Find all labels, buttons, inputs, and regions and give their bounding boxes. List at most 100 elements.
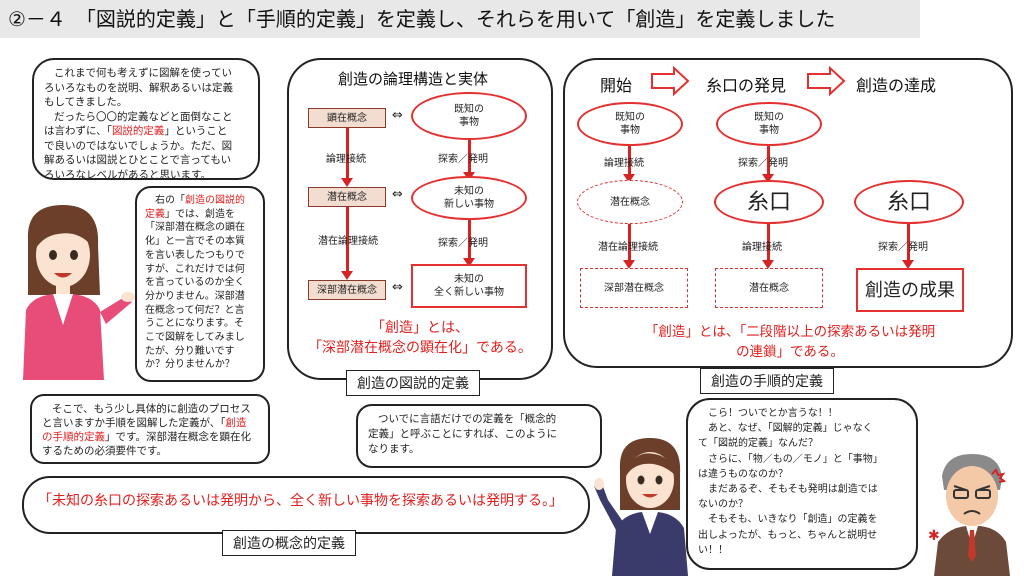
bubble-highlight: 創造 xyxy=(225,417,247,429)
bubble-line: て「図説的定義」なんだ？ xyxy=(698,438,818,450)
bubble-line: の手順的定義」です。深部潜在概念を顕在化 xyxy=(42,430,258,444)
definition-line: 「深部潜在概念の顕在化」である。 xyxy=(308,340,532,356)
bubble-line: 右の「創造の図説的 xyxy=(145,194,255,208)
page-title: ②－４ 「図説的定義」と「手順的定義」を定義し、それらを用いて「創造」を定義しま… xyxy=(0,0,920,38)
search-label: 探索／発明 xyxy=(878,242,928,253)
link-label: 論理接続 xyxy=(326,154,366,165)
concept-definition-text: 「未知の糸口の探索あるいは発明から、全く新しい事物を探索あるいは発明する。」 xyxy=(38,493,563,509)
bubble-line: ないのか？ xyxy=(698,499,748,511)
bubble-line: するための必須要件です。 xyxy=(42,445,167,457)
bubble-line: 出しよったが、もっと、ちゃんと説明せ xyxy=(698,529,878,541)
bubble-line: こら！ついでとか言うな！！ xyxy=(708,408,838,419)
arrow-shaft xyxy=(767,224,770,262)
bubble-line: は違うものなのか？ xyxy=(698,468,788,480)
arrow-head xyxy=(762,260,774,269)
bubble-text: 」ということ xyxy=(164,125,228,137)
link-label: 論理接続 xyxy=(604,158,644,169)
bubble-text: 」です。深部潜在概念を顕在化 xyxy=(105,431,251,443)
speech-bubble-conceptual: ついでに言語だけでの定義を「概念的 定義」と呼ぶことにすれば、このように なりま… xyxy=(356,404,602,468)
arrow-shaft xyxy=(767,146,770,176)
bubble-line: 在概念って何だ？と言 xyxy=(145,304,245,316)
bubble-line: ろいろなレベルがあると思います。 xyxy=(44,168,211,181)
angry-old-man-illustration xyxy=(934,454,1010,576)
bubble-line: い！！ xyxy=(698,544,728,556)
bubble-text: は言わずに、「 xyxy=(44,125,112,137)
concept-definition-banner: 「未知の糸口の探索あるいは発明から、全く新しい事物を探索あるいは発明する。」 xyxy=(22,476,590,534)
bubble-line: なります。 xyxy=(368,443,420,455)
c3-clue: 糸口 xyxy=(854,180,964,224)
arrow-head xyxy=(623,260,635,269)
bubble-text: 」では、創造を xyxy=(165,208,235,220)
arrow-shaft xyxy=(628,224,631,262)
bubble-highlight: 定義 xyxy=(145,208,165,220)
bubble-line: こで図解をしてみまし xyxy=(145,332,245,344)
c3-creation-result: 創造の成果 xyxy=(856,268,964,312)
caption-illustrative-definition: 創造の図説的定義 xyxy=(346,370,480,396)
concept-box-latent: 潜在概念 xyxy=(308,187,386,207)
speech-bubble-procedure: そこで、もう少し具体的に創造のプロセス と言いますか手順を図解した定義が、「創造… xyxy=(30,394,270,464)
arrow-shaft xyxy=(346,128,349,180)
c2-latent-concept: 潜在概念 xyxy=(715,268,823,308)
relation-symbol: ⇔ xyxy=(392,187,403,202)
entity-unknown-entirely-new: 未知の 全く新しい事物 xyxy=(411,264,527,308)
arrow-head xyxy=(341,178,353,187)
procedural-definition-text: 「創造」とは、「二段階以上の探索あるいは発明 の連鎖」である。 xyxy=(590,322,990,362)
bubble-line: と言いますか手順を図解した定義が、「創造 xyxy=(42,416,258,430)
relation-symbol: ⇔ xyxy=(392,280,403,295)
bubble-line: 分かりません。深部潜 xyxy=(145,290,245,302)
relation-symbol: ⇔ xyxy=(392,108,403,123)
c1-deep-latent-concept: 深部潜在概念 xyxy=(580,268,688,308)
bubble-line: さらに、「物／もの／モノ」と「事物」 xyxy=(708,453,883,465)
right-arrow-icon xyxy=(651,66,690,96)
link-label: 論理接続 xyxy=(742,242,782,253)
search-label: 探索／発明 xyxy=(438,238,488,249)
bubble-line: を言っているのか全く xyxy=(145,277,245,289)
illustrative-definition-text: 「創造」とは、 「深部潜在概念の顕在化」である。 xyxy=(297,318,543,358)
link-label: 潜在論理接続 xyxy=(318,236,378,247)
anger-mark-icon: ✱ xyxy=(928,528,940,544)
link-label: 潜在論理接続 xyxy=(598,242,658,253)
arrow-shaft xyxy=(628,146,631,176)
right-arrow-icon xyxy=(807,66,846,96)
c1-known-entity: 既知の 事物 xyxy=(577,102,683,146)
bubble-highlight: の手順的定義 xyxy=(42,431,105,443)
bubble-line: で良いのではないでしょうか。ただ、図 xyxy=(44,139,233,152)
woman-pointing-illustration xyxy=(594,438,688,576)
bubble-line: 化」と一言でその本質 xyxy=(145,236,245,248)
arrow-shaft xyxy=(468,140,471,174)
arrow-head xyxy=(623,174,635,183)
c2-clue: 糸口 xyxy=(714,180,824,224)
speech-bubble-objection: こら！ついでとか言うな！！ あと、なぜ、「図解的定義」じゃなく て「図説的定義」… xyxy=(686,398,918,570)
bubble-line: 定義」と呼ぶことにすれば、このように xyxy=(368,428,558,440)
concept-box-manifest: 顕在概念 xyxy=(308,108,386,128)
arrow-shaft xyxy=(468,220,471,260)
speech-bubble-explanation: 右の「創造の図説的 定義」では、創造を 「深部潜在概念の顕在 化」と一言でその本… xyxy=(135,186,265,382)
bubble-line: うことになります。そ xyxy=(145,318,244,330)
definition-line: 「創造」とは、「二段階以上の探索あるいは発明 xyxy=(644,324,936,340)
bubble-line: すが、これだけでは何 xyxy=(145,263,245,275)
bubble-line: ろいろなものを説明、解釈あるいは定義 xyxy=(44,81,233,94)
bubble-line: そこで、もう少し具体的に創造のプロセス xyxy=(52,403,251,415)
bubble-line: たが、分り難いです xyxy=(145,345,235,357)
bubble-line: 「深部潜在概念の顕在 xyxy=(145,222,245,234)
c2-known-entity: 既知の 事物 xyxy=(716,102,822,146)
arrow-head xyxy=(902,260,914,269)
panel-title: 創造の論理構造と実体 xyxy=(338,70,489,88)
bubble-highlight: 図説的定義 xyxy=(111,125,165,137)
bubble-line: 解あるいは図説とひとことで言ってもい xyxy=(44,154,232,166)
concept-box-deep-latent: 深部潜在概念 xyxy=(308,280,386,300)
search-label: 探索／発明 xyxy=(738,158,788,169)
entity-known: 既知の 事物 xyxy=(411,92,527,140)
speech-bubble-intro: これまで何も考えずに図解を使ってい ろいろなものを説明、解釈あるいは定義 もして… xyxy=(32,58,260,181)
bubble-line: ついでに言語だけでの定義を「概念的 xyxy=(378,413,557,425)
bubble-text: と言いますか手順を図解した定義が、「 xyxy=(42,417,226,429)
bubble-line: あと、なぜ、「図解的定義」じゃなく xyxy=(708,423,873,435)
bubble-highlight: 創造の図説的 xyxy=(185,195,245,206)
bubble-line: もしてきました。 xyxy=(44,96,128,108)
stage-start: 開始 xyxy=(600,76,633,95)
bubble-text: 右の「 xyxy=(155,195,185,206)
stage-creation-achieved: 創造の達成 xyxy=(856,76,937,95)
entity-unknown-new: 未知の 新しい事物 xyxy=(411,176,527,220)
search-label: 探索／発明 xyxy=(438,154,488,165)
bubble-line: だったら〇〇的定義などと面倒なこと xyxy=(54,110,233,123)
